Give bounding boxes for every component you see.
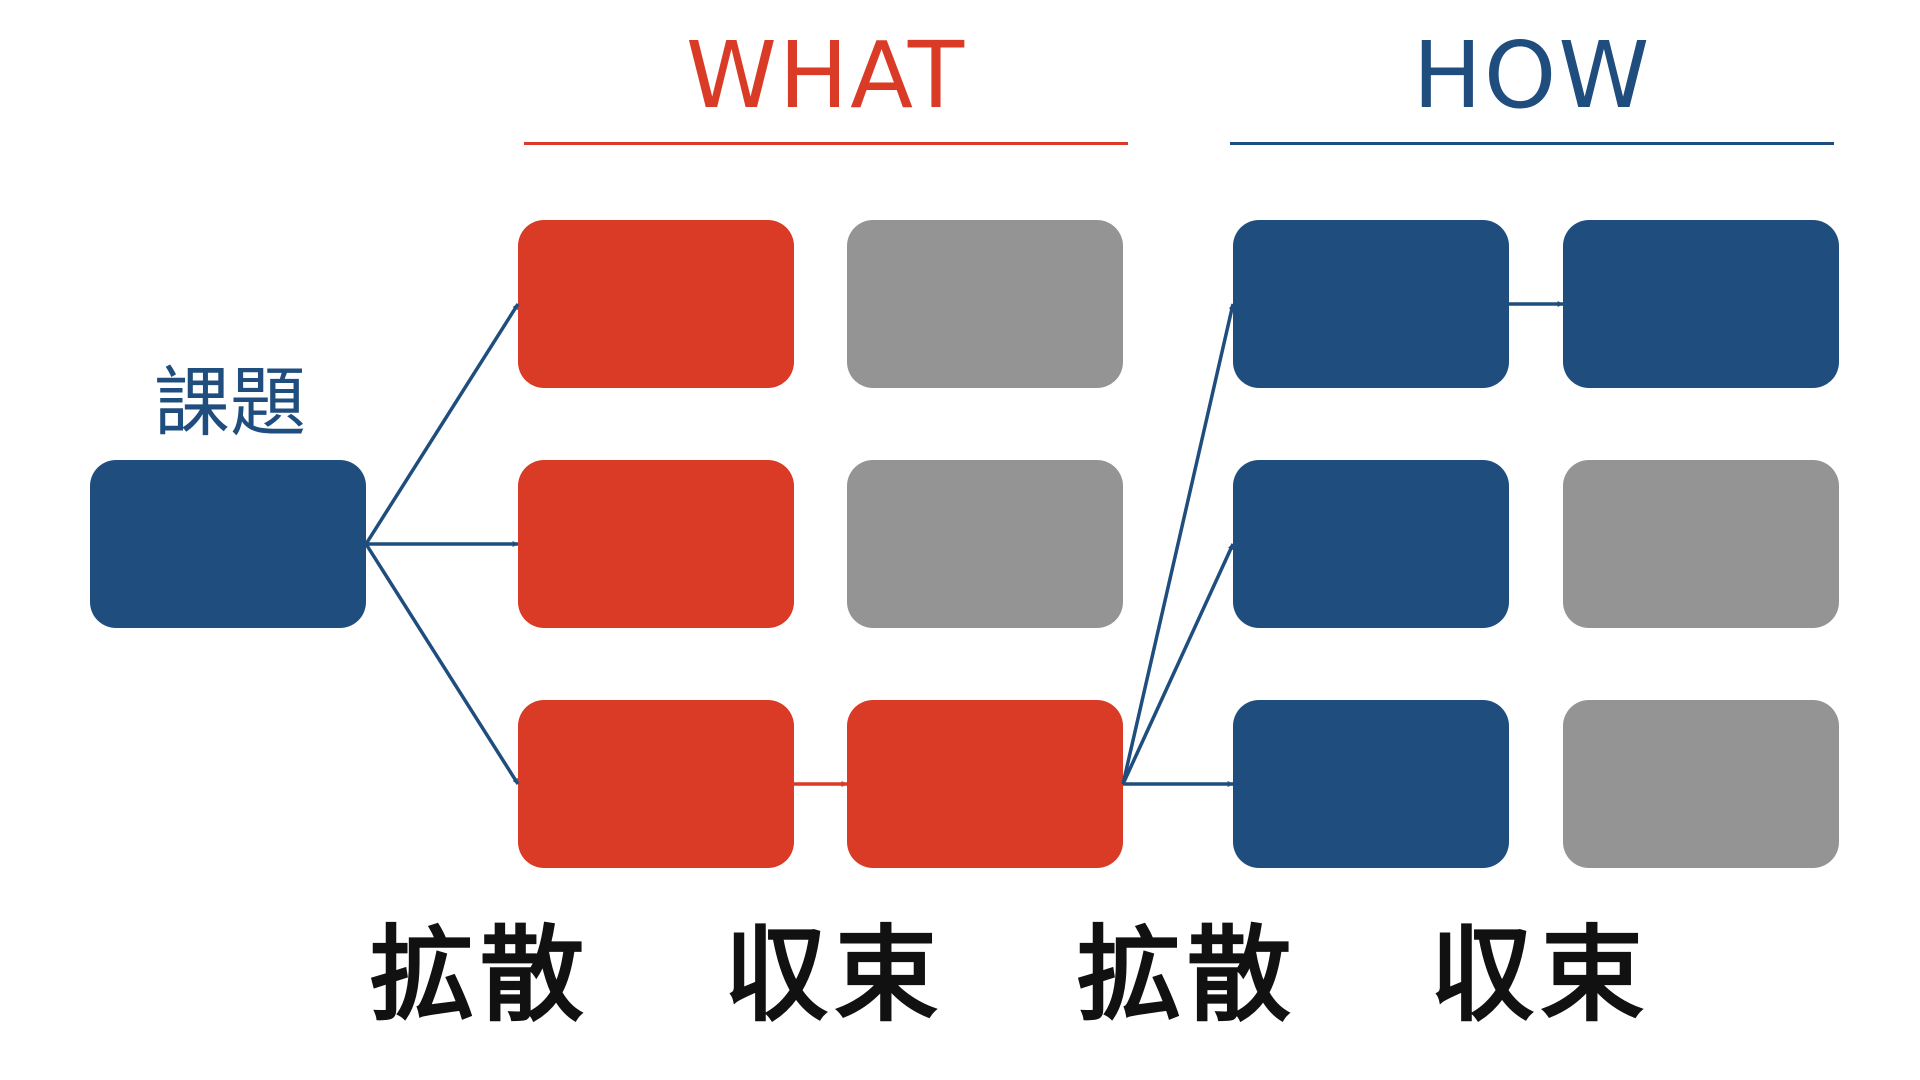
phase-label-how-diverge: 拡散 [1076, 914, 1297, 1036]
how-converge-box-2 [1563, 460, 1839, 628]
what-header: WHAT [685, 22, 967, 129]
issue-box [90, 460, 366, 628]
how-converge-box-3 [1563, 700, 1839, 868]
what-converge-box-3 [847, 700, 1123, 868]
phase-label-how-converge: 収束 [1429, 914, 1650, 1036]
connector-arrow-1 [364, 303, 520, 545]
how-diverge-box-1 [1233, 220, 1509, 388]
how-diverge-box-2 [1233, 460, 1509, 628]
how-diverge-box-3 [1233, 700, 1509, 868]
what-header-rule [524, 142, 1128, 145]
what-diverge-box-1 [518, 220, 794, 388]
what-diverge-box-2 [518, 460, 794, 628]
connector-arrow-6 [1121, 543, 1235, 785]
how-converge-box-1 [1563, 220, 1839, 388]
connector-arrow-5 [1121, 303, 1235, 785]
phase-label-what-converge: 収束 [723, 914, 944, 1036]
issue-label: 課題 [154, 358, 306, 447]
phase-label-what-diverge: 拡散 [369, 914, 590, 1036]
what-converge-box-1 [847, 220, 1123, 388]
connector-arrow-3 [364, 543, 520, 785]
what-diverge-box-3 [518, 700, 794, 868]
what-converge-box-2 [847, 460, 1123, 628]
how-header: HOW [1412, 22, 1652, 129]
how-header-rule [1230, 142, 1834, 145]
